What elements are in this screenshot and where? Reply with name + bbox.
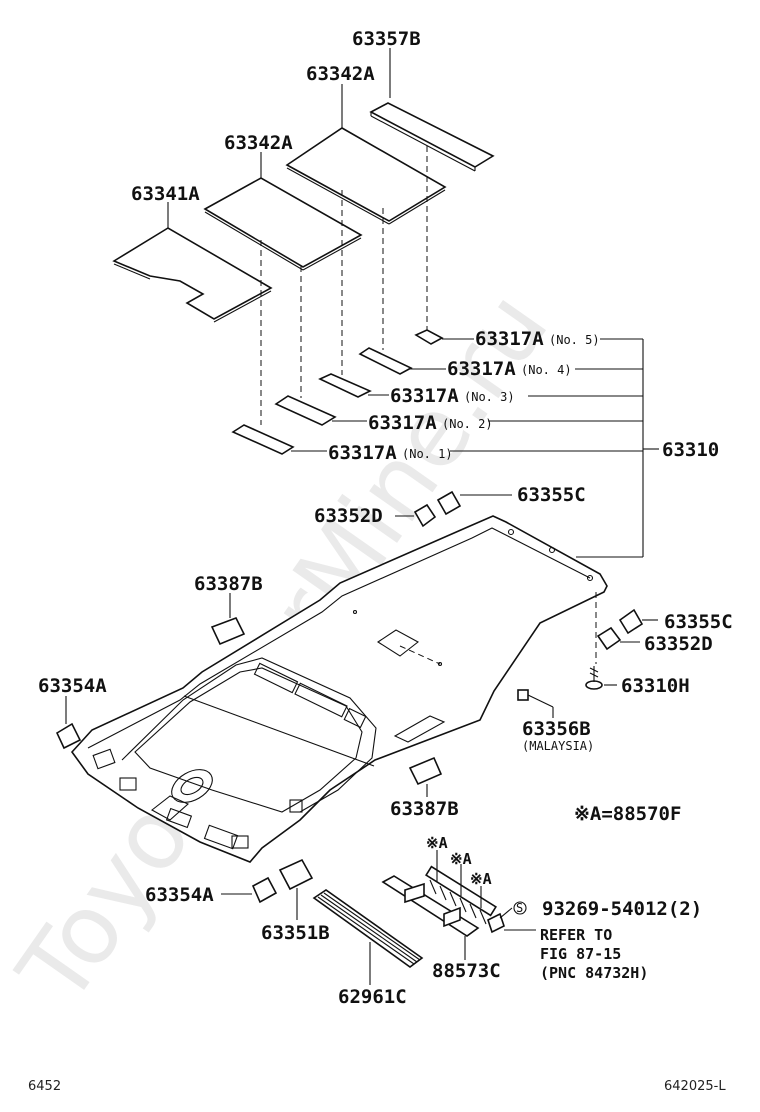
label-93269[interactable]: 93269-54012(2) (542, 898, 702, 920)
label-63357B[interactable]: 63357B (352, 28, 421, 50)
label-63387B-lower[interactable]: 63387B (390, 798, 459, 820)
label-63317A-no2[interactable]: 63317A (368, 412, 437, 434)
label-63387B-upper[interactable]: 63387B (194, 573, 263, 595)
assembly-bracket-63310 (450, 338, 659, 558)
label-63317A-no1-suffix: (No. 1) (402, 447, 453, 461)
label-63342A-lower[interactable]: 63342A (224, 132, 293, 154)
clip-63352D-lower[interactable] (596, 626, 622, 651)
label-63355C-lower[interactable]: 63355C (664, 611, 733, 633)
label-63310H[interactable]: 63310H (621, 675, 690, 697)
footer-left-code: 6452 (28, 1079, 61, 1094)
pad-63342A-upper[interactable] (285, 127, 447, 225)
label-63356B[interactable]: 63356B (522, 718, 591, 740)
label-63317A-no4[interactable]: 63317A (447, 358, 516, 380)
label-63317A-no5[interactable]: 63317A (475, 328, 544, 350)
strip-62961C[interactable] (312, 889, 424, 968)
label-63354A-left[interactable]: 63354A (38, 675, 107, 697)
label-63356B-note: (MALAYSIA) (522, 739, 594, 753)
headliner-63310[interactable] (70, 515, 608, 863)
pad-63357B[interactable] (369, 102, 495, 172)
label-88573C[interactable]: 88573C (432, 960, 501, 982)
clip-63356B[interactable] (517, 689, 529, 701)
screw-63310H[interactable] (585, 666, 603, 690)
strip-63317A-no5[interactable] (414, 329, 444, 345)
screw-mark-letter: S (516, 901, 523, 915)
label-63354A-bottom[interactable]: 63354A (145, 884, 214, 906)
mark-a-3: ※A (470, 870, 492, 888)
refer-line-1[interactable]: REFER TO (540, 926, 612, 944)
refer-line-3[interactable]: (PNC 84732H) (540, 964, 648, 982)
label-63341A[interactable]: 63341A (131, 183, 200, 205)
clip-63354A-left[interactable] (55, 722, 82, 750)
label-63317A-no4-suffix: (No. 4) (521, 363, 572, 377)
clip-63355C-lower[interactable] (618, 608, 644, 635)
screw-mark-circle (513, 901, 527, 915)
strip-63317A-no3[interactable] (318, 373, 372, 398)
clip-63351B[interactable] (278, 858, 314, 891)
clip-63352D-upper[interactable] (413, 503, 437, 528)
refer-line-2[interactable]: FIG 87-15 (540, 945, 621, 963)
mark-a-2: ※A (450, 850, 472, 868)
label-63317A-no3[interactable]: 63317A (390, 385, 459, 407)
label-63317A-no3-suffix: (No. 3) (464, 390, 515, 404)
strip-63317A-no1[interactable] (231, 424, 295, 455)
bracket-88573C[interactable] (381, 875, 480, 937)
label-63342A-upper[interactable]: 63342A (306, 63, 375, 85)
label-63317A-no1[interactable]: 63317A (328, 442, 397, 464)
label-63352D-upper[interactable]: 63352D (314, 505, 383, 527)
strip-63317A-no4[interactable] (358, 347, 413, 375)
pad-63341A[interactable] (112, 227, 273, 323)
label-63352D-lower[interactable]: 63352D (644, 633, 713, 655)
mark-a-1: ※A (426, 834, 448, 852)
label-63317A-no5-suffix: (No. 5) (549, 333, 600, 347)
label-63355C-upper[interactable]: 63355C (517, 484, 586, 506)
screw-93269[interactable] (487, 912, 505, 934)
label-88570F[interactable]: ※A=88570F (574, 803, 681, 825)
clip-63387B-lower[interactable] (408, 756, 443, 786)
label-63310[interactable]: 63310 (662, 439, 719, 461)
clip-63387B-upper[interactable] (210, 616, 246, 646)
footer-right-code: 642025-L (664, 1079, 726, 1094)
label-63351B[interactable]: 63351B (261, 922, 330, 944)
strip-63317A-no2[interactable] (274, 395, 337, 426)
label-62961C[interactable]: 62961C (338, 986, 407, 1008)
clip-63354A-bottom[interactable] (251, 876, 278, 904)
label-63317A-no2-suffix: (No. 2) (442, 417, 493, 431)
clip-63355C-upper[interactable] (436, 490, 462, 516)
pad-63342A-lower[interactable] (203, 177, 363, 271)
